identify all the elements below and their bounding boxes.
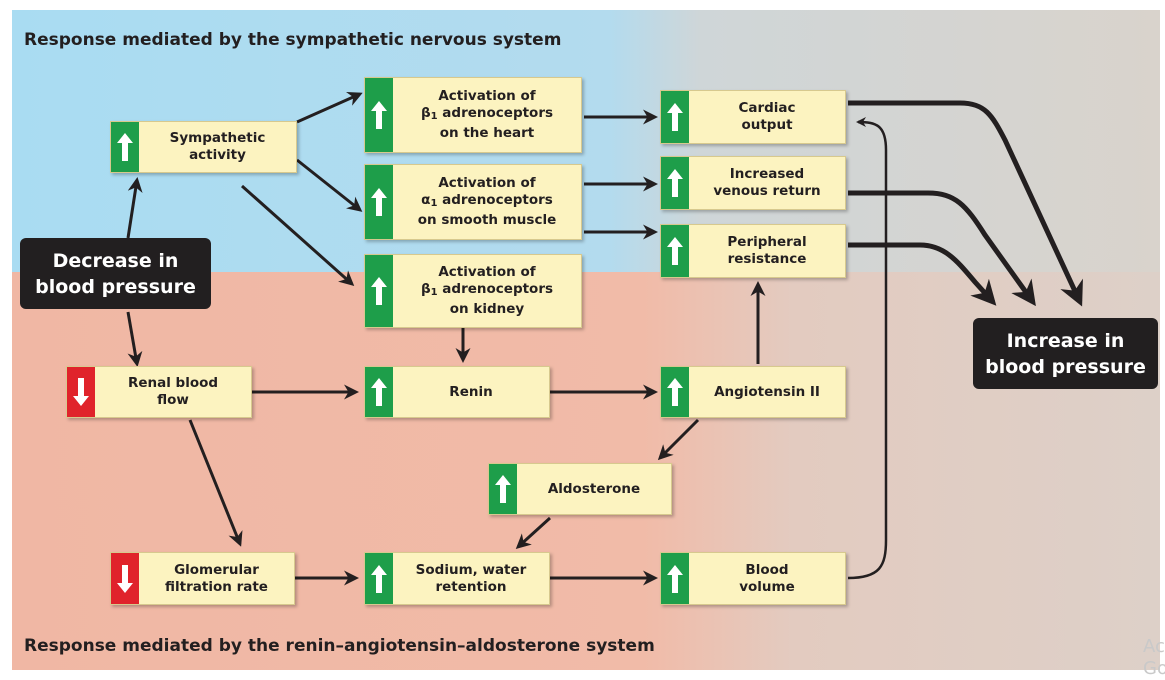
node-cardiac-output: Cardiac output	[660, 90, 846, 144]
arrow-decrease-to-renal	[126, 311, 143, 367]
arrow-renal-to-gfr	[188, 419, 243, 547]
node-label: Blood volume	[739, 561, 795, 595]
label-line-1: Activation of	[438, 264, 536, 280]
node-alpha1-smooth-muscle: Activation of α1 adrenoceptors on smooth m…	[364, 164, 582, 240]
beta-symbol: β	[420, 105, 431, 121]
increase-arrow-icon	[489, 464, 517, 514]
arrow-sympathetic-to-beta1-heart	[296, 92, 363, 124]
node-label: Activation of β1 adrenoceptors on kidney	[393, 264, 581, 318]
arrow-aldosterone-to-sodium	[515, 516, 552, 550]
node-label: Cardiac output	[738, 100, 796, 133]
node-label: Glomerular filtration rate	[165, 561, 268, 595]
node-peripheral-resistance: Peripheral resistance	[660, 224, 846, 278]
increase-arrow-icon	[661, 91, 689, 143]
increase-arrow-icon	[661, 553, 689, 604]
node-label: Sympathetic activity	[169, 130, 266, 163]
node-label: Sodium, water retention	[415, 561, 527, 595]
raas-section-title: Response mediated by the renin–angiotens…	[24, 636, 655, 656]
node-label: Renal blood flow	[127, 375, 219, 408]
alpha-symbol: α	[421, 192, 431, 208]
node-sodium-water-retention: Sodium, water retention	[364, 552, 550, 605]
increase-arrow-icon	[365, 165, 393, 239]
node-renin: Renin	[364, 366, 550, 418]
arrow-resistance-to-increase	[848, 242, 997, 306]
node-glomerular-filtration-rate: Glomerular filtration rate	[110, 552, 295, 605]
sympathetic-section-title: Response mediated by the sympathetic ner…	[24, 30, 562, 50]
label-line-3: on the heart	[439, 125, 535, 141]
increase-arrow-icon	[661, 225, 689, 277]
label-line-2: adrenoceptors	[437, 192, 553, 208]
node-label: Increased venous return	[713, 166, 821, 199]
label-line-3: on kidney	[449, 301, 525, 317]
node-venous-return: Increased venous return	[660, 156, 846, 210]
arrow-cardiac-to-increase	[848, 100, 1083, 307]
label-line-2: adrenoceptors	[437, 281, 554, 297]
node-angiotensin-ii: Angiotensin II	[660, 366, 846, 418]
label-line-3: on smooth muscle	[417, 212, 557, 228]
arrow-angiotensin-to-aldosterone	[657, 418, 700, 461]
increase-arrow-icon	[661, 367, 689, 417]
beta-symbol: β	[420, 281, 431, 297]
arrow-decrease-to-sympathetic	[126, 177, 143, 239]
arrow-venous-to-increase	[848, 190, 1036, 307]
increase-arrow-icon	[365, 553, 393, 604]
label-line-2: adrenoceptors	[437, 105, 554, 121]
node-label: Aldosterone	[547, 480, 641, 497]
watermark-text: Ac Go	[1143, 636, 1165, 679]
node-label: Activation of α1 adrenoceptors on smooth m…	[393, 175, 581, 229]
arrow-volume-to-cardiac	[847, 117, 888, 580]
node-label: Activation of β1 adrenoceptors on the hear…	[393, 88, 581, 142]
node-label: Angiotensin II	[714, 383, 820, 400]
node-label: Peripheral resistance	[727, 234, 807, 267]
node-beta1-kidney: Activation of β1 adrenoceptors on kidney	[364, 254, 582, 328]
increase-in-blood-pressure: Increase in blood pressure	[973, 318, 1158, 389]
node-label: Renin	[449, 383, 493, 400]
increase-arrow-icon	[365, 367, 393, 417]
node-aldosterone: Aldosterone	[488, 463, 672, 515]
decrease-in-blood-pressure: Decrease in blood pressure	[20, 238, 211, 309]
arrow-sympathetic-to-beta1-kidney	[241, 184, 355, 286]
increase-arrow-icon	[111, 122, 139, 172]
increase-arrow-icon	[365, 78, 393, 152]
node-blood-volume: Blood volume	[660, 552, 846, 605]
subscript: 1	[430, 111, 438, 122]
node-renal-blood-flow: Renal blood flow	[66, 366, 252, 418]
decrease-arrow-icon	[111, 553, 139, 604]
increase-arrow-icon	[365, 255, 393, 327]
node-beta1-heart: Activation of β1 adrenoceptors on the hear…	[364, 77, 582, 153]
subscript: 1	[430, 198, 438, 209]
decrease-arrow-icon	[67, 367, 95, 417]
label-line-1: Activation of	[438, 88, 536, 104]
arrow-sympathetic-to-alpha1	[296, 158, 363, 212]
label-line-1: Activation of	[438, 175, 536, 191]
node-sympathetic-activity: Sympathetic activity	[110, 121, 297, 173]
subscript: 1	[430, 287, 438, 298]
increase-arrow-icon	[661, 157, 689, 209]
